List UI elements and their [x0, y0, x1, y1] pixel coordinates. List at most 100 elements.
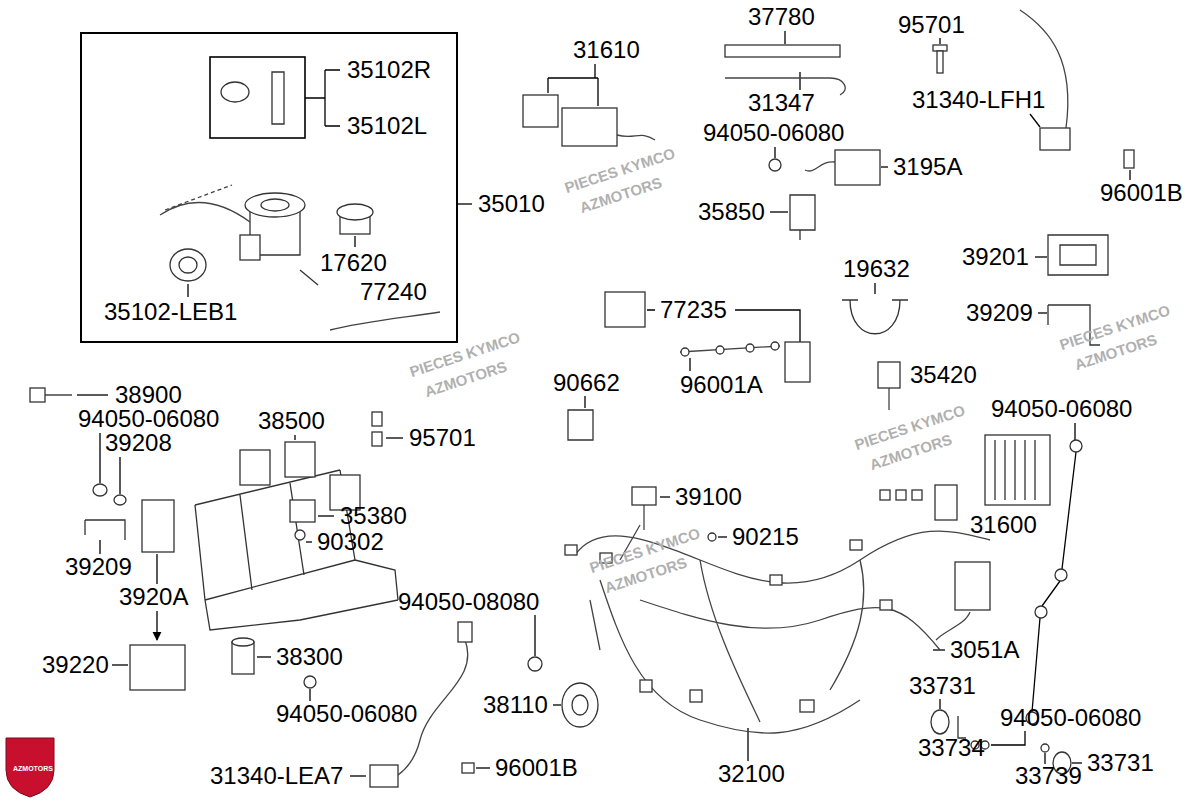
wire [700, 560, 760, 722]
callout-number: 94050-06080 [1000, 706, 1141, 730]
part-drawing [935, 485, 957, 520]
callout-number: 3920A [119, 585, 188, 609]
part-drawing [1041, 744, 1049, 752]
callout-number: 31340-LFH1 [912, 88, 1045, 112]
part-drawing [300, 270, 318, 285]
leader-line [306, 541, 312, 542]
part-drawing [785, 342, 810, 382]
leader-line [305, 70, 340, 126]
leader-line [939, 38, 940, 44]
callout-number: 31347 [748, 91, 815, 115]
logo-shield [6, 738, 54, 797]
part-drawing [568, 410, 593, 440]
callout-number: 77235 [660, 298, 727, 322]
part-drawing [528, 657, 542, 671]
part-drawing [458, 622, 472, 642]
part-drawing [958, 716, 966, 738]
part-drawing [30, 45, 1134, 787]
callout-number: 39209 [966, 301, 1033, 325]
part-drawing [790, 195, 815, 240]
callout-number: 96001B [1100, 181, 1183, 205]
callout-number: 33739 [1015, 764, 1082, 788]
leader-line [77, 394, 108, 395]
leader-line [156, 554, 157, 584]
wire [805, 162, 835, 171]
part-number: 35102L [347, 114, 427, 138]
part-drawing [985, 435, 1050, 505]
callout-number: 35380 [340, 504, 407, 528]
part-drawing [170, 249, 206, 281]
part-drawing [912, 490, 922, 500]
leader-line [534, 615, 535, 656]
part-drawing [880, 490, 890, 500]
part-drawing [770, 575, 782, 585]
part-drawing [240, 235, 260, 260]
group-box: 35102R35102L1762035102-LEB177240 [80, 32, 458, 343]
leader-line [99, 540, 100, 554]
callout-number: 39220 [42, 653, 109, 677]
callout-number: 39201 [962, 245, 1029, 269]
leader-line [799, 72, 800, 90]
leader-line [881, 166, 888, 167]
part-drawing [210, 57, 305, 138]
callout-number: 94050-06080 [703, 121, 844, 145]
leader-line [309, 689, 310, 701]
part-drawing [130, 645, 185, 690]
callout-number: 38110 [483, 693, 548, 717]
wire [888, 388, 889, 410]
part-drawing [605, 292, 645, 327]
part-drawing [690, 690, 702, 702]
part-drawing [295, 530, 305, 540]
part-drawing [878, 362, 900, 388]
part-drawing [769, 159, 781, 171]
part-drawing [1035, 606, 1047, 618]
part-drawing [1124, 150, 1134, 168]
leader-line [187, 284, 188, 297]
part-drawing [272, 72, 284, 124]
part-drawing [995, 440, 1035, 500]
callout-number: 96001A [680, 373, 763, 397]
leader-line [257, 656, 271, 657]
part-drawing [835, 150, 880, 185]
part-drawing [232, 642, 254, 674]
part-number: 35102R [347, 58, 431, 82]
part-drawing [462, 763, 474, 773]
callout-number: 38900 [115, 383, 182, 407]
leader-line [770, 211, 788, 212]
leader-line [156, 611, 157, 640]
part-drawing [565, 545, 577, 555]
part-drawing [1048, 235, 1108, 275]
leader-line [939, 699, 940, 709]
callout-number: 39208 [105, 431, 172, 455]
part-drawing [562, 683, 598, 727]
leader-line [77, 31, 1130, 776]
callout-number: 90215 [732, 525, 799, 549]
leader-line [350, 775, 366, 776]
part-drawing [290, 500, 315, 522]
part-drawing [931, 710, 949, 734]
part-drawing [640, 680, 652, 692]
callout-number: 39209 [65, 555, 132, 579]
wire [643, 505, 644, 530]
wire [936, 612, 970, 640]
part-drawing [850, 540, 862, 550]
logo-shield [6, 738, 54, 797]
callout-number: 35850 [698, 200, 765, 224]
leader-line [660, 496, 670, 497]
callout-number: 33731 [1087, 751, 1154, 775]
part-drawing [1070, 440, 1082, 452]
part-drawing [337, 204, 373, 220]
callout-number: 32100 [718, 762, 785, 786]
part-drawing [179, 257, 197, 273]
leader-line [689, 358, 690, 371]
logo-text: AZMOTORS [13, 765, 53, 772]
leader-line [718, 536, 727, 537]
part-drawing [142, 500, 174, 552]
part-number: 17620 [320, 251, 387, 275]
callout-number: 3195A [893, 155, 962, 179]
leader-line [1035, 256, 1047, 257]
callout-number: 31600 [970, 513, 1037, 537]
callout-number: 96001B [495, 756, 578, 780]
